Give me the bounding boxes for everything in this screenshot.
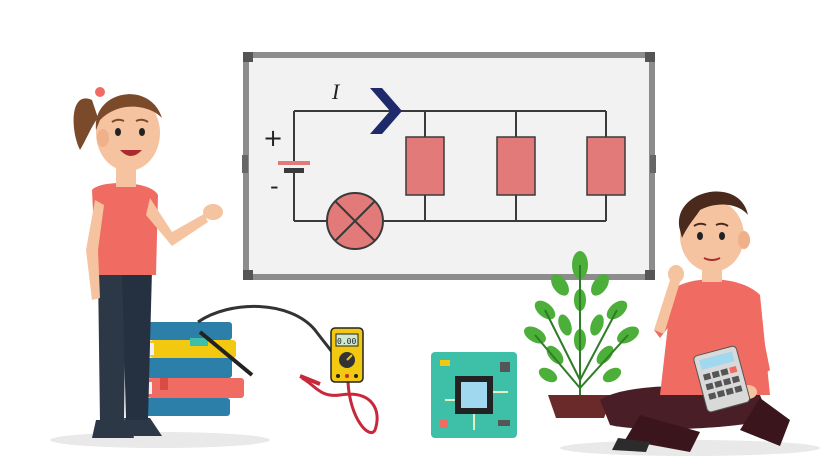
probe-wire-red [301,376,379,434]
calculator [693,345,751,413]
current-arrow-icon [370,88,402,134]
resistor-3 [586,136,626,196]
lamp-symbol-icon [326,192,384,250]
circuit-board [431,352,517,438]
potted-plant [524,251,639,418]
probe-red [299,374,321,386]
current-label: I [331,79,341,104]
resistor-2 [496,136,536,196]
resistor-1 [405,136,445,196]
multimeter-display: 0.00 [337,337,356,346]
circuit-diagram [293,110,607,222]
battery-symbol [278,161,310,173]
teacher-woman [73,87,223,438]
probe-black [198,330,254,377]
multimeter [330,327,364,383]
minus-sign: - [270,172,279,200]
plus-sign: + [263,124,283,152]
